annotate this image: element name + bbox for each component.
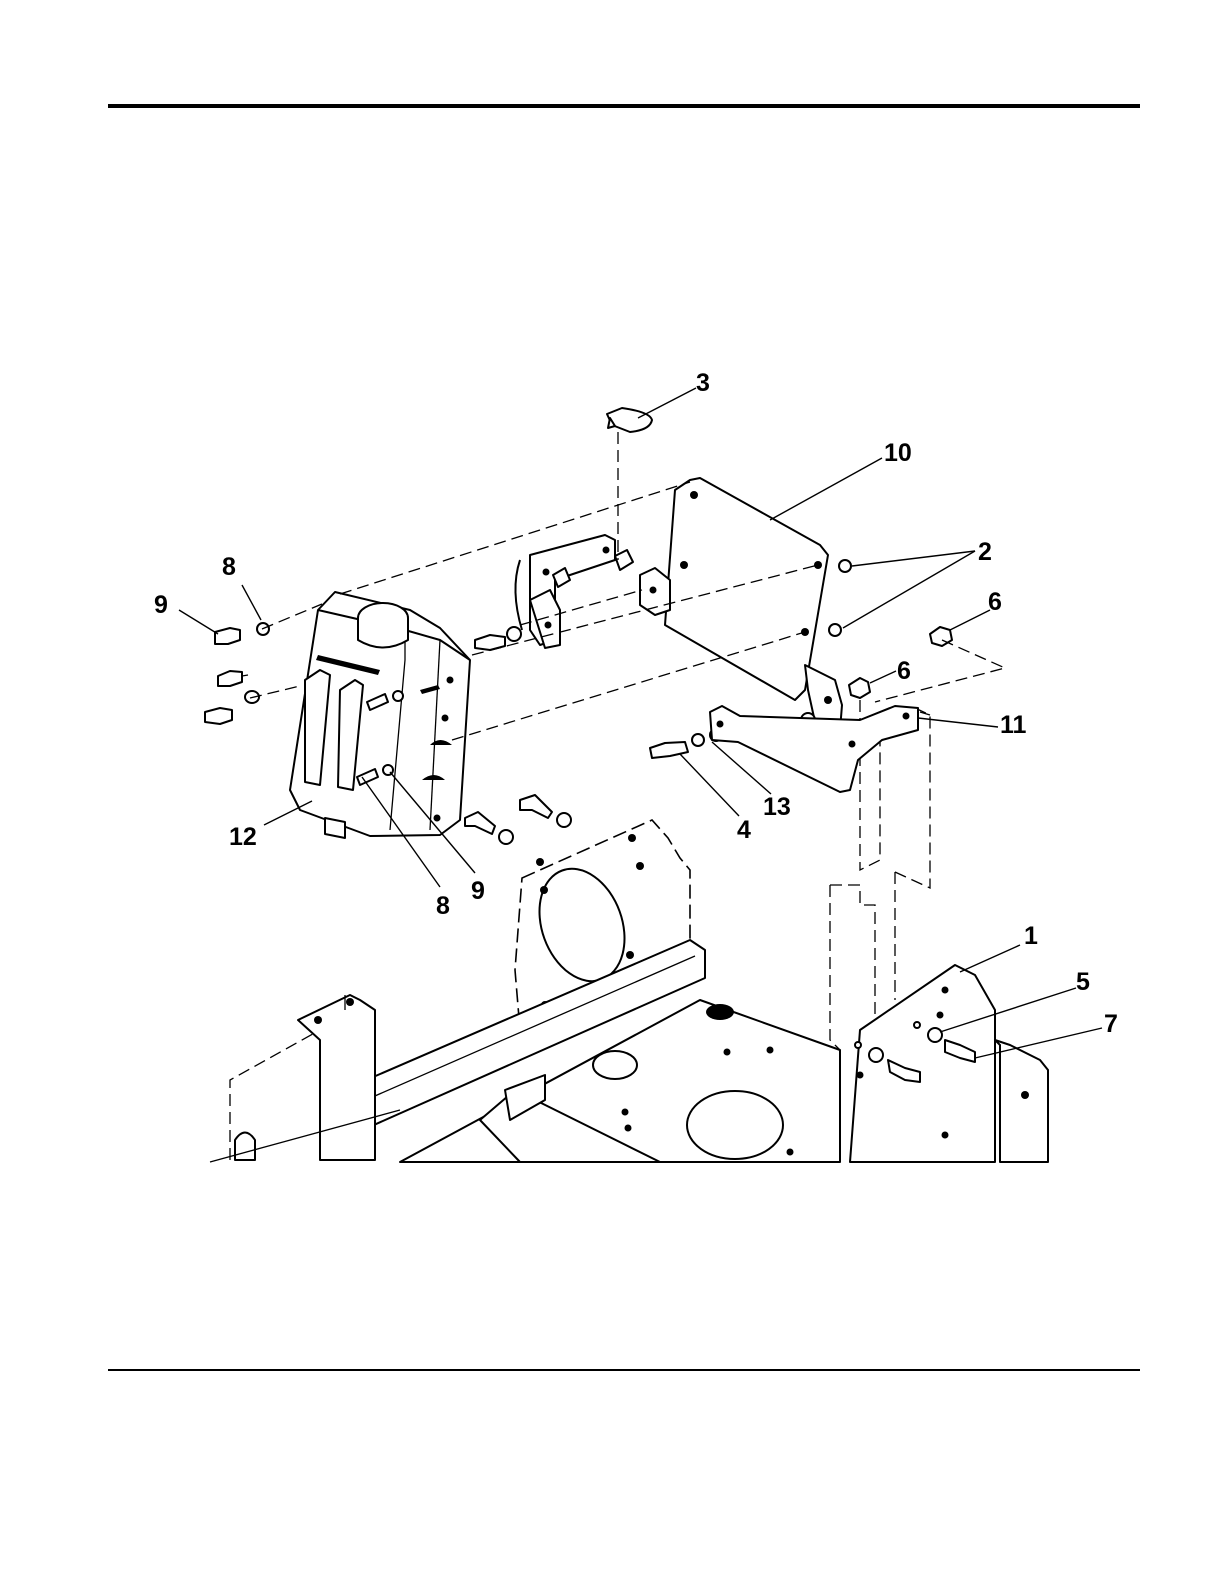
mounting-plate: [515, 478, 842, 730]
callout-1: 1: [1024, 922, 1038, 950]
callout-6-upper: 6: [988, 588, 1002, 616]
callout-8-upper: 8: [222, 553, 236, 581]
callout-9-upper: 9: [154, 591, 168, 619]
callout-12: 12: [229, 823, 257, 851]
callout-9-lower: 9: [471, 877, 485, 905]
callout-4: 4: [737, 816, 751, 844]
coolant-reservoir: [290, 592, 470, 838]
hose-clamp: [607, 408, 652, 560]
callout-7: 7: [1104, 1010, 1118, 1038]
callout-3: 3: [696, 369, 710, 397]
support-bracket: [710, 706, 918, 792]
callout-11: 11: [1000, 711, 1027, 739]
callout-8-lower: 8: [436, 892, 450, 920]
callout-13: 13: [763, 793, 791, 821]
callout-5: 5: [1076, 968, 1090, 996]
callout-6-lower: 6: [897, 657, 911, 685]
callout-2: 2: [978, 538, 992, 566]
callout-10: 10: [884, 439, 912, 467]
left-bolts: [205, 623, 269, 724]
